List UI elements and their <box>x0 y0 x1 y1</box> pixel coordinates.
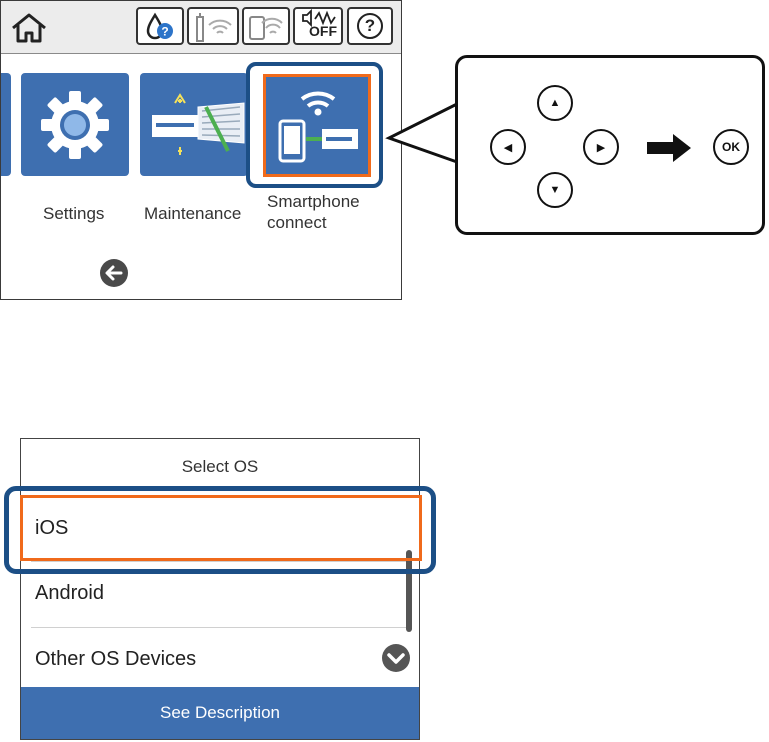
quiet-mode-status-text: OFF <box>309 23 337 39</box>
ok-button: OK <box>713 129 749 165</box>
wifi-signal-icon <box>189 9 237 43</box>
help-icon: ? <box>357 13 383 39</box>
right-arrow-icon: ▶ <box>597 141 605 154</box>
callout-pointer <box>385 100 461 170</box>
back-arrow-icon <box>99 258 129 288</box>
previous-tile[interactable] <box>0 73 11 176</box>
wifi-status-button[interactable] <box>187 7 239 45</box>
right-button: ▶ <box>583 129 619 165</box>
back-button[interactable] <box>99 258 129 288</box>
maintenance-label: Maintenance <box>144 203 241 224</box>
highlight-frame-smartphone-connect <box>246 62 383 188</box>
settings-tile[interactable] <box>21 73 129 176</box>
chevron-down-icon <box>381 643 411 673</box>
ink-icon: ? <box>138 9 182 43</box>
quiet-mode-button[interactable]: OFF <box>293 7 343 45</box>
wifi-direct-status-button[interactable] <box>242 7 290 45</box>
ok-label: OK <box>722 140 740 154</box>
see-description-button[interactable]: See Description <box>21 687 419 740</box>
up-arrow-icon: ▲ <box>550 97 561 109</box>
highlight-frame-ios <box>4 486 436 574</box>
maintenance-tile[interactable] <box>140 73 248 176</box>
help-glyph: ? <box>365 16 375 35</box>
smartphone-connect-label-line2: connect <box>267 212 360 233</box>
svg-text:?: ? <box>161 25 168 39</box>
down-button: ▼ <box>537 172 573 208</box>
maintenance-icon <box>140 73 248 176</box>
os-option-label: Android <box>35 582 104 605</box>
left-arrow-icon: ◀ <box>504 141 512 154</box>
os-option-other[interactable]: Other OS Devices <box>21 628 406 692</box>
then-arrow-icon <box>645 133 695 163</box>
page-title: Select OS <box>21 457 419 477</box>
down-arrow-icon: ▼ <box>550 184 561 196</box>
up-button: ▲ <box>537 85 573 121</box>
gear-icon <box>21 73 129 176</box>
smartphone-connect-label-line1: Smartphone <box>267 191 360 212</box>
scroll-down-button[interactable] <box>381 643 411 673</box>
button-guide-callout: ▲ ◀ ▶ ▼ OK <box>455 55 765 235</box>
status-bar: ? <box>1 1 401 54</box>
help-button[interactable]: ? <box>347 7 393 45</box>
home-icon[interactable] <box>9 11 49 45</box>
ink-status-button[interactable]: ? <box>136 7 184 45</box>
select-os-panel: Select OS iOS Android Other OS Devices S… <box>20 438 420 740</box>
settings-label: Settings <box>43 203 104 224</box>
left-button: ◀ <box>490 129 526 165</box>
smartphone-connect-label: Smartphone connect <box>267 191 360 233</box>
os-option-label: Other OS Devices <box>35 648 196 671</box>
wifi-direct-icon <box>244 9 288 43</box>
